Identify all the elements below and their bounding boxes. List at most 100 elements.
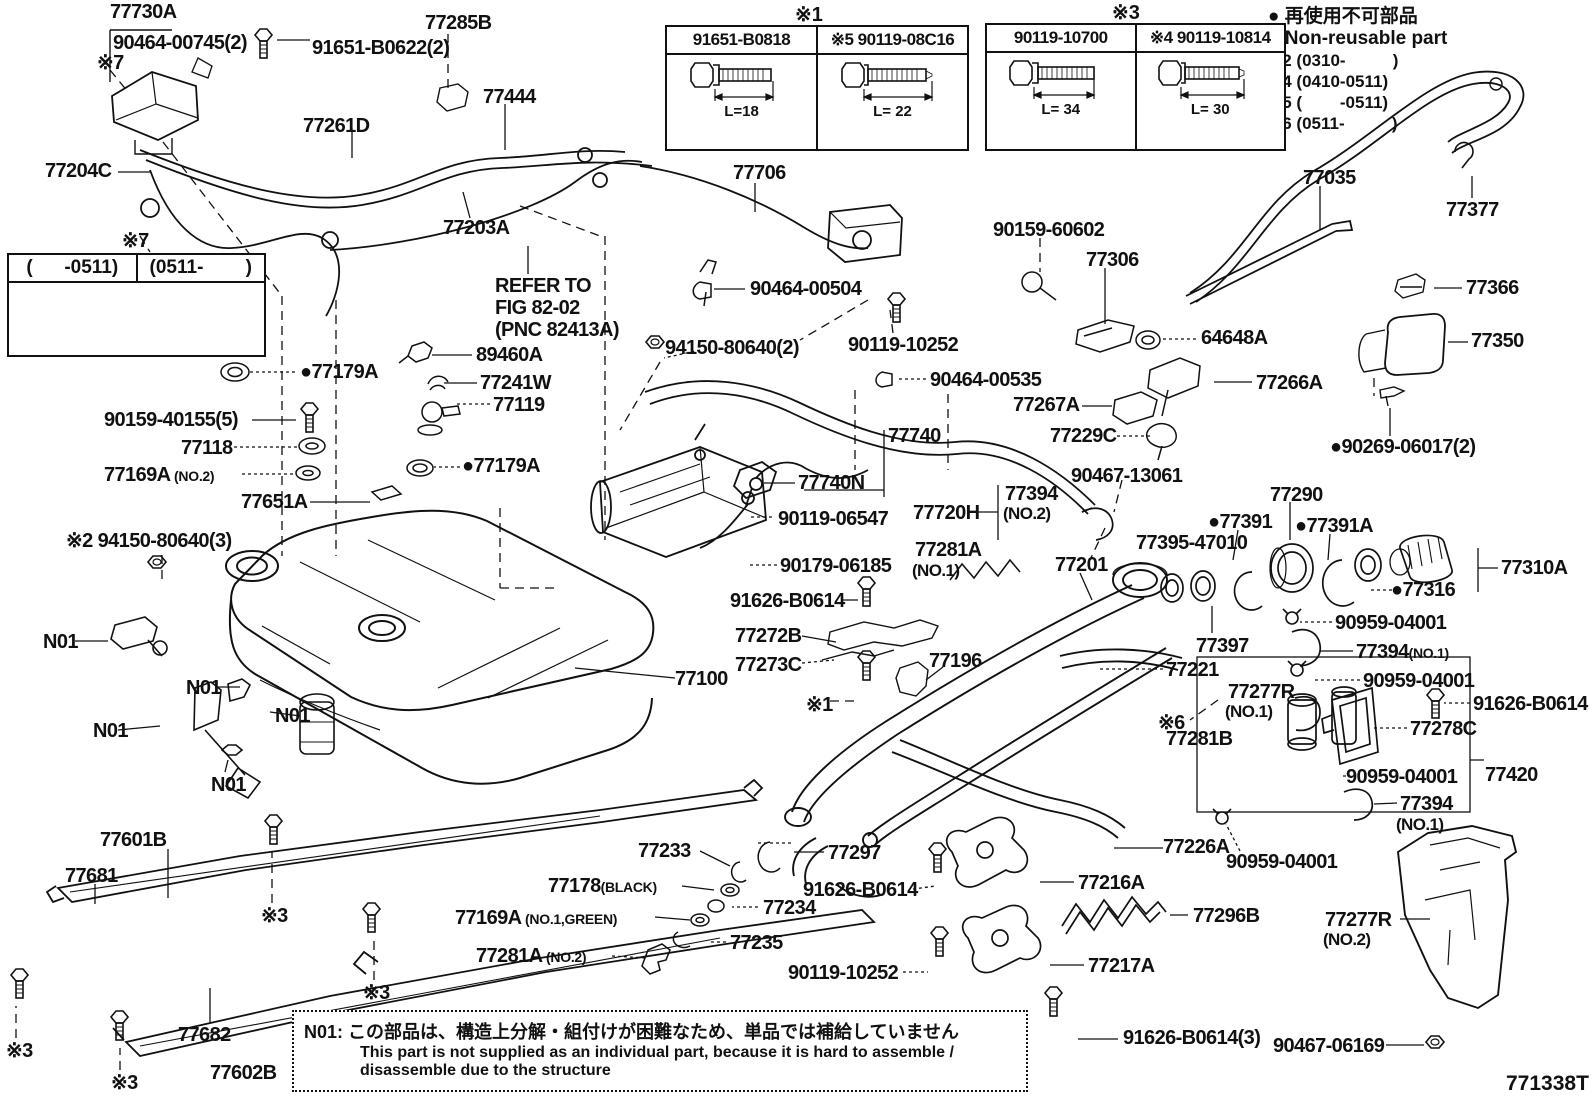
part-label: N01 bbox=[211, 774, 246, 796]
part-label: 77310A bbox=[1501, 557, 1568, 579]
part-label: ※7 bbox=[97, 52, 124, 74]
part-label: 90959-04001 bbox=[1346, 766, 1458, 788]
part-label: 77740 bbox=[888, 425, 941, 447]
part-label: 77601B bbox=[100, 829, 167, 851]
filler-pipe bbox=[784, 562, 1183, 898]
vent-hoses bbox=[1081, 507, 1471, 821]
part-label: 77297 bbox=[828, 842, 881, 864]
leader-lines-dotted bbox=[228, 338, 1470, 973]
part-label: 77281B bbox=[1166, 728, 1233, 750]
fuel-lid-door bbox=[1358, 273, 1446, 407]
part-label: 77169A (NO.1,GREEN) bbox=[455, 907, 618, 929]
part-label-suffix: (NO.1,GREEN) bbox=[521, 911, 618, 927]
part-label: 77169A (NO.2) bbox=[104, 464, 215, 486]
fuel-pump-parts bbox=[110, 616, 335, 800]
part-label: (NO.1) bbox=[912, 561, 960, 580]
part-label: 77720H bbox=[913, 502, 980, 524]
part-label: 77290 bbox=[1270, 484, 1323, 506]
part-label: 77651A bbox=[241, 491, 308, 513]
part-label: N01 bbox=[186, 677, 221, 699]
part-label: 94150-80640(2) bbox=[665, 337, 800, 359]
part-label: 77285B bbox=[425, 12, 492, 34]
legend-jp: ● 再使用不可部品 bbox=[1268, 6, 1418, 27]
version-left: ( -0511) bbox=[9, 255, 138, 281]
note-jp-text: この部品は、構造上分解・組付けが困難なため、単品では補給していません bbox=[348, 1022, 959, 1042]
part-label: 77394(NO.1) bbox=[1356, 641, 1450, 663]
part-label: 90464-00745(2) bbox=[113, 32, 248, 54]
table-mark-1: ※1 bbox=[795, 4, 823, 26]
part-label: 89460A bbox=[476, 344, 543, 366]
bolt-icon bbox=[1008, 60, 1096, 99]
part-label: ※3 bbox=[363, 982, 390, 1004]
bolt-spec-cell: 91651-B0818 L=18 bbox=[667, 27, 816, 149]
leader-lines bbox=[75, 39, 1498, 1046]
part-label: 90467-13061 bbox=[1071, 465, 1183, 487]
part-label: ●77179A bbox=[462, 455, 541, 477]
part-label: 77278C bbox=[1410, 718, 1477, 740]
filler-protector bbox=[1396, 825, 1518, 1010]
canister-top-left bbox=[109, 29, 213, 155]
bolt-icon bbox=[1158, 60, 1246, 99]
part-label: 77706 bbox=[733, 162, 786, 184]
part-label-suffix: (NO.2) bbox=[542, 949, 587, 965]
part-label: ●77179A bbox=[300, 361, 379, 383]
part-label: 77420 bbox=[1485, 764, 1538, 786]
part-label: 77204C bbox=[45, 160, 112, 182]
part-label: 77366 bbox=[1466, 277, 1519, 299]
part-label: 77306 bbox=[1086, 249, 1139, 271]
part-label: ※3 bbox=[261, 905, 288, 927]
bolt-spec-cell: ※4 90119-10814 L= 30 bbox=[1134, 25, 1284, 149]
part-label: ※7 bbox=[122, 230, 149, 252]
bolt-icon bbox=[840, 62, 934, 101]
tank-bands bbox=[45, 778, 876, 1057]
pipe-brackets bbox=[946, 816, 1167, 974]
part-label: 77196 bbox=[929, 650, 982, 672]
part-label: 77273C bbox=[735, 654, 802, 676]
part-label: 91626-B0614 bbox=[1473, 693, 1588, 715]
construction-lines bbox=[15, 34, 1375, 1070]
part-label: ●77391A bbox=[1295, 515, 1374, 537]
part-label: (NO.1) bbox=[1225, 702, 1273, 721]
part-label: 77397 bbox=[1196, 635, 1249, 657]
part-label-suffix: (NO.1) bbox=[1408, 645, 1450, 661]
part-label: 91626-B0614(3) bbox=[1123, 1027, 1261, 1049]
canister-version-box: ( -0511) (0511- ) bbox=[7, 253, 266, 357]
part-label: 77272B bbox=[735, 625, 802, 647]
part-label: 77682 bbox=[178, 1024, 231, 1046]
part-label: (NO.1) bbox=[1396, 815, 1444, 834]
note-box: N01: この部品は、構造上分解・組付けが困難なため、単品では補給していません … bbox=[292, 1010, 1028, 1092]
legend: ● 再使用不可部品 ● Non-reusable part ※2 (0310- … bbox=[1268, 6, 1447, 134]
part-label: 77277R bbox=[1325, 909, 1392, 931]
part-label: 77203A bbox=[443, 217, 510, 239]
part-label: 77234 bbox=[763, 897, 816, 919]
part-label: 77377 bbox=[1446, 199, 1499, 221]
part-label: 90159-40155(5) bbox=[104, 409, 239, 431]
part-label: 77350 bbox=[1471, 330, 1524, 352]
part-label: 77201 bbox=[1055, 554, 1108, 576]
part-label: 77035 bbox=[1303, 167, 1356, 189]
part-label: 90179-06185 bbox=[780, 555, 892, 577]
part-label: 77296B bbox=[1193, 905, 1260, 927]
part-label: N01 bbox=[43, 631, 78, 653]
part-label: 90119-10252 bbox=[848, 334, 959, 356]
part-label: FIG 82-02 bbox=[495, 297, 580, 319]
part-label: ●90269-06017(2) bbox=[1330, 436, 1476, 458]
part-label: 77235 bbox=[730, 932, 783, 954]
part-label: 64648A bbox=[1201, 327, 1268, 349]
part-label: 77221 bbox=[1166, 659, 1219, 681]
part-label: 90959-04001 bbox=[1226, 851, 1338, 873]
part-label: 77394 bbox=[1400, 793, 1453, 815]
part-label: 90464-00535 bbox=[930, 369, 1042, 391]
part-label: 91651-B0622(2) bbox=[312, 37, 450, 59]
part-label: 77277R bbox=[1228, 681, 1295, 703]
part-label: 77178(BLACK) bbox=[548, 875, 657, 897]
part-label: 90159-60602 bbox=[993, 219, 1105, 241]
part-label: 90467-06169 bbox=[1273, 1035, 1385, 1057]
part-label: 90119-06547 bbox=[778, 508, 889, 530]
fuel-tubes-top bbox=[139, 83, 869, 317]
part-label: 77681 bbox=[65, 865, 118, 887]
part-label: REFER TO bbox=[495, 275, 592, 297]
part-label: 77216A bbox=[1078, 872, 1145, 894]
